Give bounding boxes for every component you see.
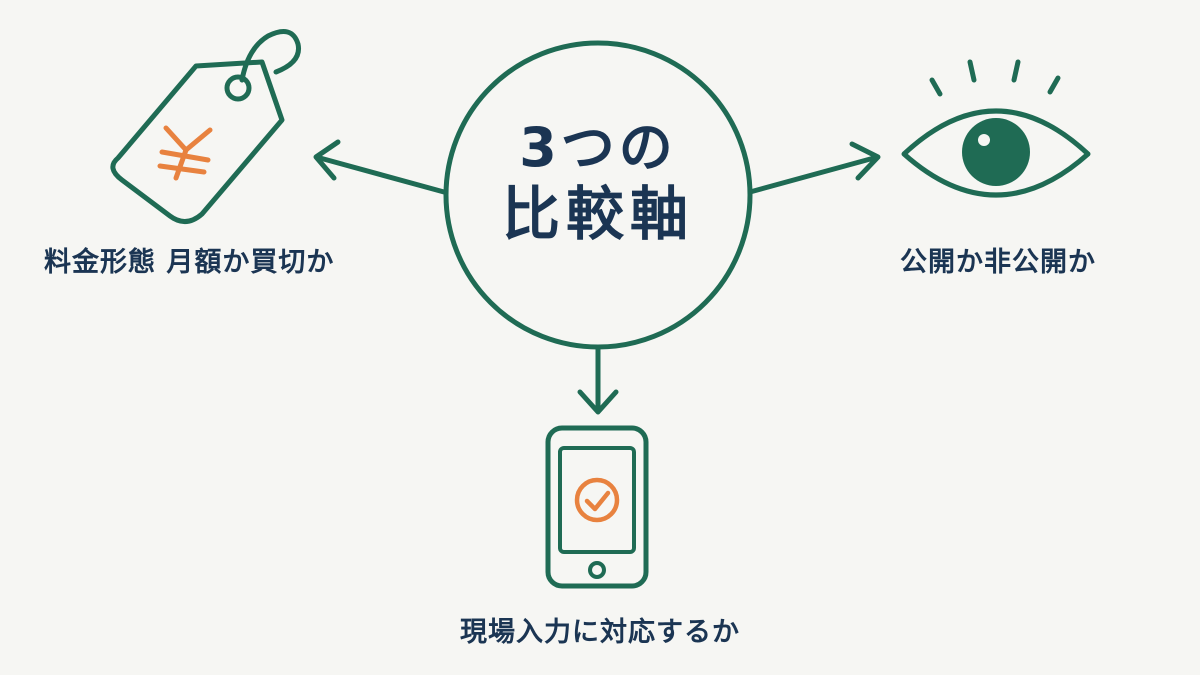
smartphone-check-icon [545, 425, 649, 589]
yen-mark [157, 125, 213, 181]
arrow-right [747, 141, 881, 195]
check-icon [574, 477, 620, 523]
axis-label-pricing: 料金形態 月額か買切か [44, 247, 335, 278]
center-title-line1: 3つの [519, 116, 677, 179]
center-title-line2: 比較軸 [501, 179, 694, 248]
center-title: 3つの 比較軸 [446, 116, 750, 248]
price-tag-icon [110, 29, 302, 224]
axis-label-visibility: 公開か非公開か [900, 247, 1096, 278]
arrow-down [577, 345, 619, 415]
eye-icon [901, 59, 1091, 198]
axis-label-field-input: 現場入力に対応するか [460, 617, 740, 648]
arrow-left [313, 139, 447, 195]
